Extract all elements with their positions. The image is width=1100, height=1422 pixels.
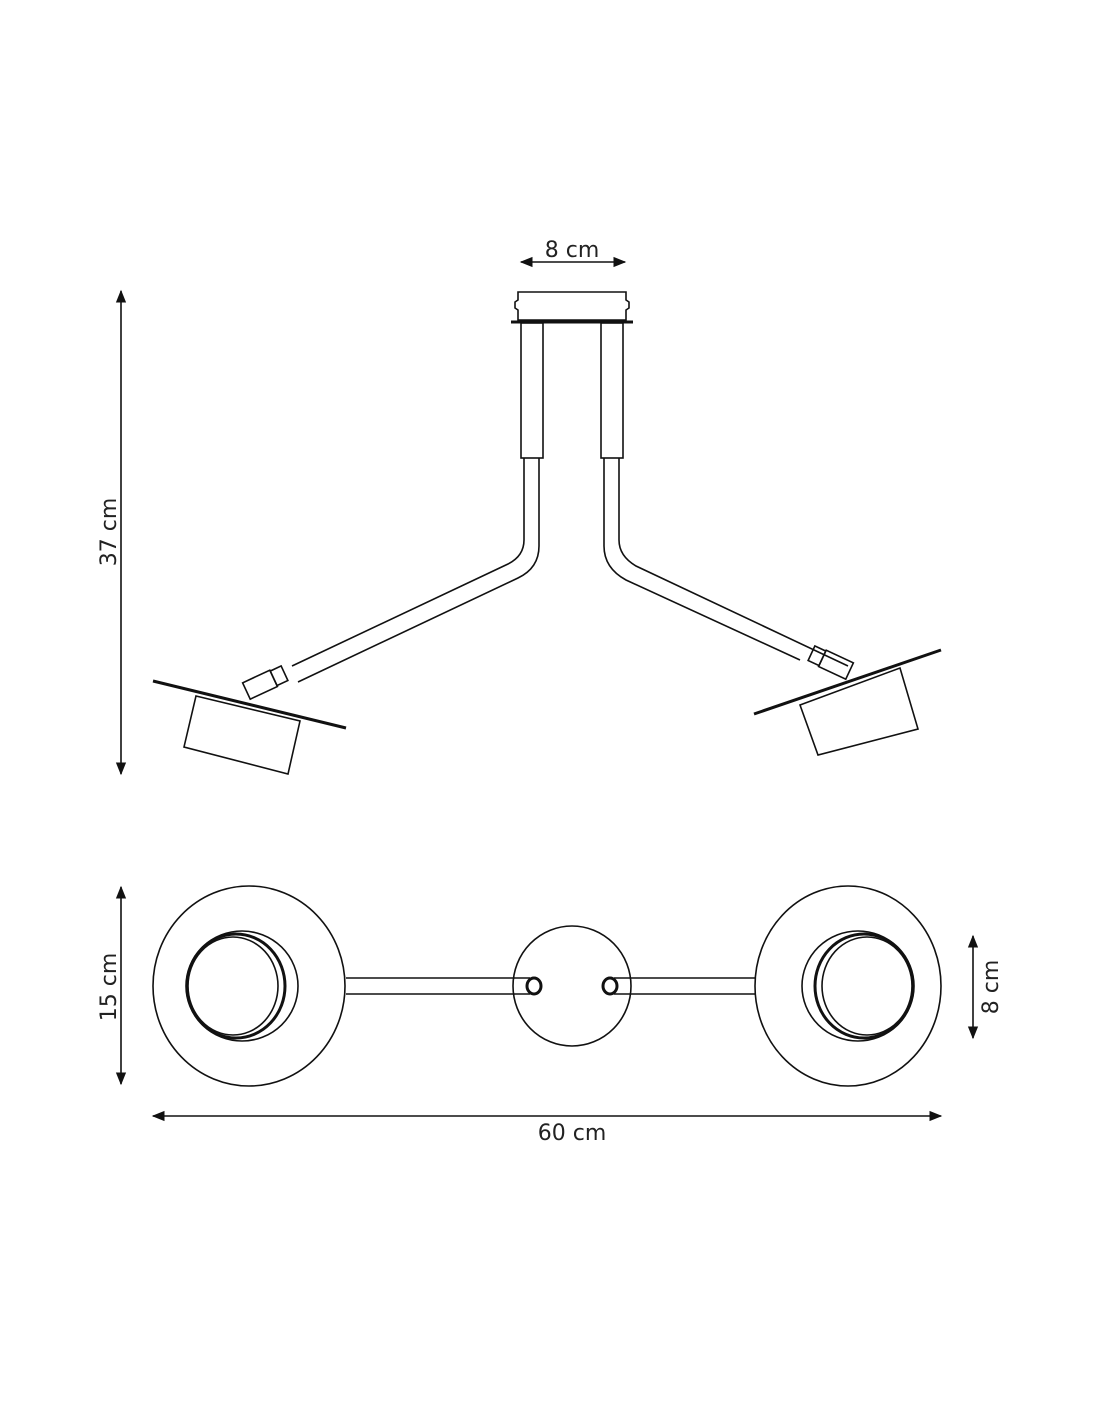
left-joint bbox=[241, 664, 289, 701]
right-shade-ring bbox=[813, 932, 915, 1040]
left-arm-outer bbox=[291, 458, 525, 667]
left-rod-hole bbox=[525, 976, 543, 996]
right-rod-plan bbox=[614, 977, 755, 995]
left-shade-disc bbox=[152, 679, 347, 730]
left-shade-ring bbox=[185, 932, 287, 1040]
right-joint bbox=[807, 644, 855, 681]
left-shade-lens bbox=[187, 936, 279, 1036]
right-upper-rod bbox=[600, 322, 624, 459]
left-shade-cylinder bbox=[183, 695, 301, 775]
left-rod-plan bbox=[346, 977, 530, 995]
right-shade-disc bbox=[753, 648, 942, 716]
canopy-plan bbox=[512, 925, 632, 1047]
total-width-label: 60 cm bbox=[538, 1121, 607, 1146]
canopy bbox=[514, 291, 630, 321]
left-shade-disc-plan bbox=[152, 885, 346, 1087]
canopy-width-label: 8 cm bbox=[545, 238, 600, 263]
right-shade-cylinder bbox=[798, 666, 920, 756]
right-shade-disc-plan bbox=[754, 885, 942, 1087]
side-view: 8 cm 37 cm bbox=[97, 238, 942, 776]
left-arm-inner bbox=[297, 458, 540, 683]
right-rod-hole bbox=[601, 976, 619, 996]
left-upper-rod bbox=[520, 322, 544, 459]
right-arm-outer bbox=[618, 458, 849, 667]
height-label: 37 cm bbox=[97, 498, 122, 567]
right-shade-lens bbox=[821, 936, 913, 1036]
plan-view: 15 cm 8 cm 60 cm bbox=[97, 885, 1004, 1146]
right-arm-inner bbox=[603, 458, 801, 661]
depth-label: 15 cm bbox=[97, 953, 122, 1022]
shade-diameter-label: 8 cm bbox=[979, 960, 1004, 1015]
